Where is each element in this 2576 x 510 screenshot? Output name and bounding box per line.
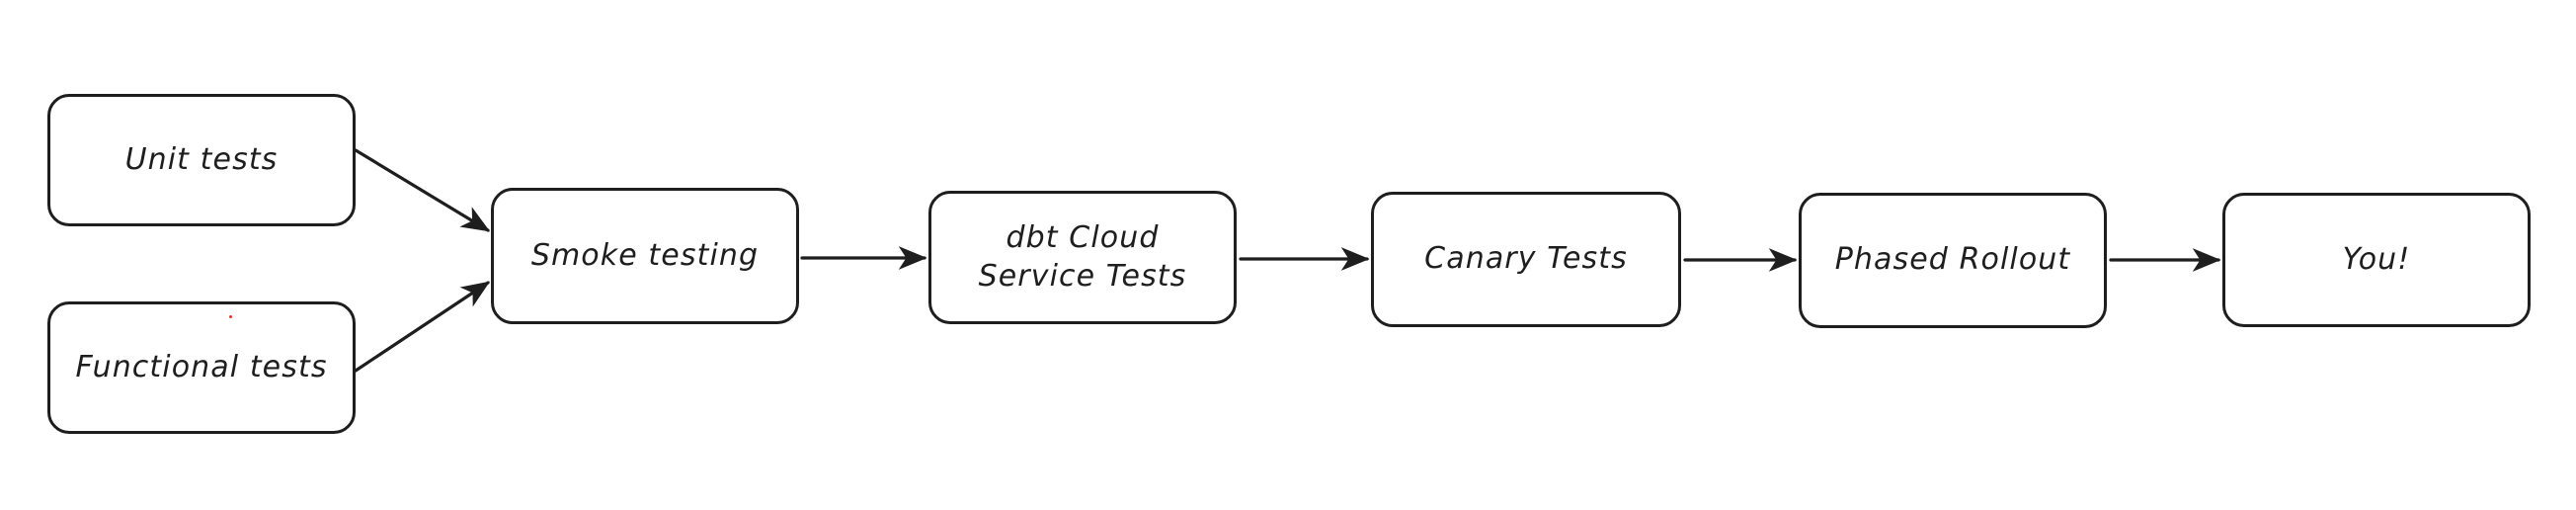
node-you[interactable]: You!	[2222, 193, 2531, 327]
mark-red-speck	[229, 315, 232, 318]
node-label-unit-tests: Unit tests	[124, 141, 279, 177]
node-label-you: You!	[2342, 241, 2411, 277]
node-smoke-testing[interactable]: Smoke testing	[491, 188, 799, 324]
node-label-phased-rollout: Phased Rollout	[1834, 242, 2071, 278]
node-canary-tests[interactable]: Canary Tests	[1371, 192, 1681, 327]
node-phased-rollout[interactable]: Phased Rollout	[1799, 193, 2107, 328]
node-unit-tests[interactable]: Unit tests	[47, 94, 356, 226]
node-functional-tests[interactable]: Functional tests	[47, 301, 356, 434]
node-label-smoke-testing: Smoke testing	[530, 237, 760, 273]
edge-functional-tests-to-smoke-testing	[354, 281, 491, 373]
node-dbt-cloud-service-tests[interactable]: dbt Cloud Service Tests	[928, 191, 1237, 324]
edge-unit-tests-to-smoke-testing	[354, 148, 491, 232]
node-label-canary-tests: Canary Tests	[1424, 241, 1628, 277]
node-label-functional-tests: Functional tests	[75, 349, 328, 384]
node-label-dbt-cloud-service-tests: dbt Cloud Service Tests	[978, 220, 1187, 294]
